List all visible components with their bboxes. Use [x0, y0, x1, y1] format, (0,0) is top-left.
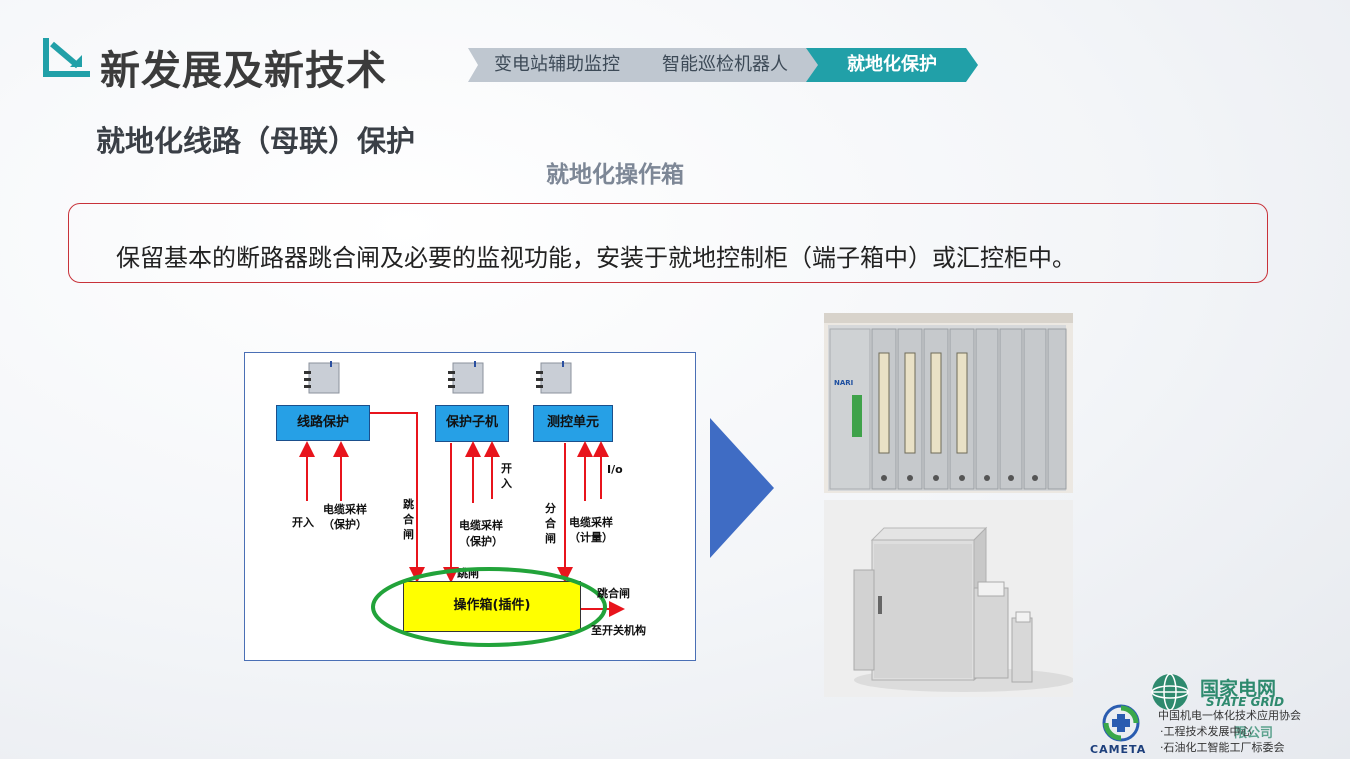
breadcrumb-label: 智能巡检机器人: [662, 54, 788, 75]
association-name: 中国机电一体化技术应用协会: [1158, 709, 1301, 722]
breadcrumb-item-local-protection[interactable]: 就地化保护: [806, 48, 978, 82]
cameta-text: CAMETA: [1090, 743, 1147, 756]
label-trip-close-out: 跳合闸: [597, 587, 630, 600]
arrow-down-right-icon: [43, 38, 90, 77]
relay-icon: [448, 361, 484, 394]
breadcrumb-chevron-shape: [806, 48, 978, 82]
measure-control-box: 测控单元: [533, 405, 613, 442]
protection-diagram: 线路保护 保护子机 测控单元 开入 电缆采样 （保护） 跳合闸 开入 电缆采样 …: [244, 352, 696, 661]
breadcrumb-chevron-shape: [468, 48, 646, 82]
device-photo: NARI: [824, 313, 1073, 493]
association-item: ·石油化工智能工厂标委会: [1160, 741, 1285, 754]
cameta-logo-icon: [1102, 704, 1140, 742]
breadcrumb-item-inspection-robot[interactable]: 智能巡检机器人: [630, 48, 820, 82]
breadcrumb-label: 变电站辅助监控: [494, 54, 620, 75]
section-label: 就地化操作箱: [546, 162, 684, 188]
play-icon: [710, 418, 774, 558]
state-grid-name: 国家电网: [1200, 678, 1277, 700]
state-grid-logo-icon: [1151, 673, 1189, 711]
description-text: 保留基本的断路器跳合闸及必要的监视功能，安装于就地控制柜（端子箱中）或汇控柜中。: [116, 244, 1076, 272]
diagram-arrows: [299, 412, 625, 617]
page-title: 新发展及新技术: [100, 48, 387, 94]
label-protection: （保护）: [459, 535, 503, 548]
company-suffix: 限公司: [1234, 726, 1274, 741]
device-brand-text: NARI: [834, 379, 853, 387]
state-grid-en: STATE GRID: [1206, 695, 1285, 709]
cabinet-photo: [824, 500, 1073, 697]
label-kairu: 开入: [501, 462, 512, 490]
subtitle: 就地化线路（母联）保护: [96, 124, 416, 158]
label-trip-close: 跳合闸: [403, 498, 414, 541]
line-protection-box: 线路保护: [276, 405, 370, 441]
label-cable-sampling: 电缆采样: [323, 503, 367, 516]
operation-box: 操作箱(插件): [403, 581, 581, 632]
label-cable-sampling: 电缆采样: [459, 519, 503, 532]
label-protection: （保护）: [323, 518, 367, 531]
relay-icon: [536, 361, 572, 394]
label-metering: （计量）: [569, 531, 613, 544]
breadcrumb-chevron-shape: [630, 48, 820, 82]
label-kairu: 开入: [292, 516, 314, 529]
label-to-mechanism: 至开关机构: [591, 624, 646, 637]
association-item: ·工程技术发展中心: [1160, 725, 1252, 738]
highlight-ellipse: [371, 567, 607, 647]
label-open-close: 分合闸: [545, 502, 556, 545]
relay-icon: [304, 361, 340, 394]
label-io: I/o: [607, 463, 623, 476]
label-cable-sampling: 电缆采样: [569, 516, 613, 529]
breadcrumb-item-substation-monitor[interactable]: 变电站辅助监控: [468, 48, 646, 82]
breadcrumb-label: 就地化保护: [847, 54, 937, 75]
description-box: [68, 203, 1268, 283]
